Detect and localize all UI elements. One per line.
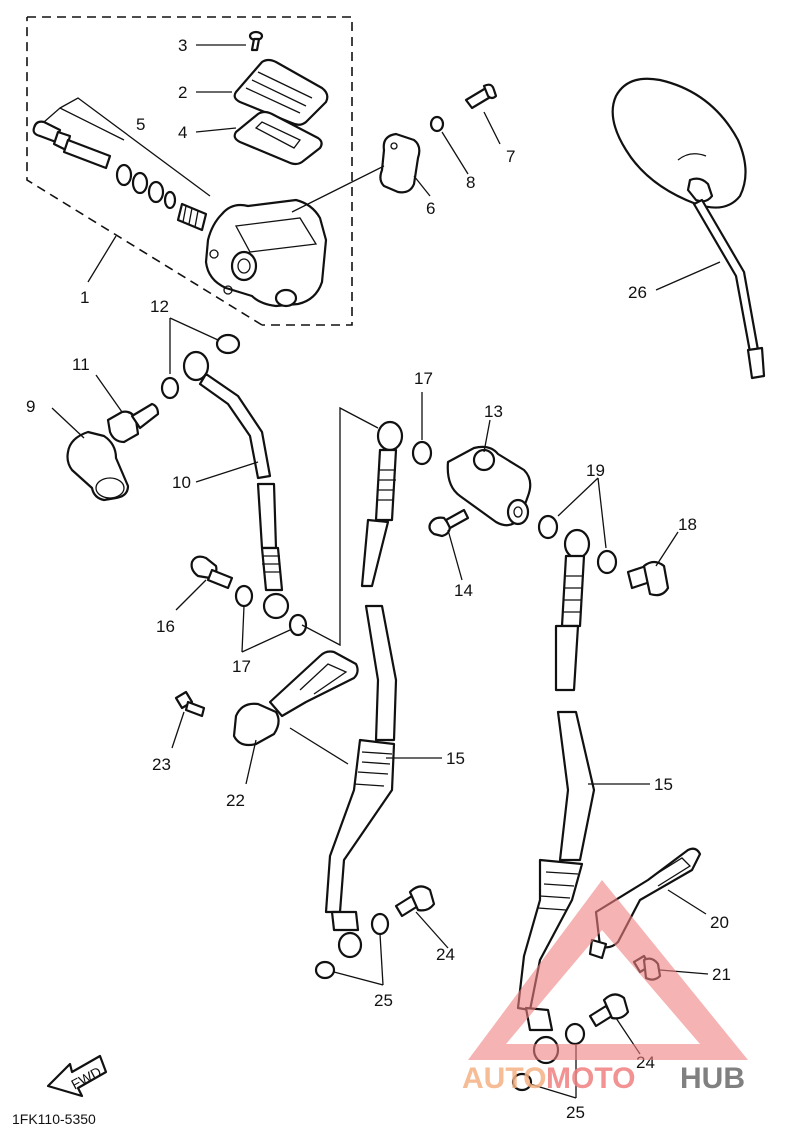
fwd-arrow: FWD xyxy=(46,1054,108,1098)
callout-18: 18 xyxy=(678,515,697,534)
callout-5: 5 xyxy=(136,115,145,134)
callout-2: 2 xyxy=(178,83,187,102)
part-19-washer-a xyxy=(537,514,559,540)
part-24-bolt-left xyxy=(394,885,436,918)
callout-labels: 3 2 4 5 1 7 8 6 26 12 11 9 10 17 13 14 1… xyxy=(26,36,731,1122)
callout-24-left: 24 xyxy=(436,945,455,964)
part-3-screw xyxy=(248,30,264,52)
callout-20: 20 xyxy=(710,913,729,932)
part-19-washer-b xyxy=(596,549,618,575)
callout-10: 10 xyxy=(172,473,191,492)
part-10-brake-hose xyxy=(182,350,290,620)
part-11-banjo-bolt xyxy=(106,402,160,444)
part-9-boot xyxy=(66,430,130,502)
part-17-washer-b xyxy=(288,613,308,637)
callout-16: 16 xyxy=(156,617,175,636)
part-17-washer-a xyxy=(234,584,254,608)
part-25-washer-a xyxy=(370,912,390,936)
callout-17-top: 17 xyxy=(414,369,433,388)
callout-1: 1 xyxy=(80,288,89,307)
callout-25-right: 25 xyxy=(566,1103,585,1122)
watermark-auto: AUTO xyxy=(462,1062,546,1095)
callout-12: 12 xyxy=(150,297,169,316)
part-25-washer-c xyxy=(564,1022,586,1046)
callout-26: 26 xyxy=(628,283,647,302)
part-1-master-cylinder xyxy=(204,198,328,308)
callout-21: 21 xyxy=(712,965,731,984)
callout-4: 4 xyxy=(178,123,187,142)
part-4-diaphragm xyxy=(233,110,323,166)
watermark-logo: AUTO MOTO HUB xyxy=(462,880,748,1095)
part-7-bolt xyxy=(464,83,498,110)
part-23-bleed-screw xyxy=(174,690,206,718)
callout-14: 14 xyxy=(454,581,473,600)
part-25-washer-d xyxy=(511,1072,533,1092)
part-15-brake-hose-left xyxy=(324,420,404,959)
part-12-washer xyxy=(215,333,241,355)
leader-17-bracket xyxy=(301,406,379,647)
callout-9: 9 xyxy=(26,397,35,416)
part-16-bolt xyxy=(190,555,234,590)
callout-15-left: 15 xyxy=(446,749,465,768)
watermark-hub: HUB xyxy=(680,1062,745,1095)
leader-6-to-body xyxy=(291,165,385,213)
callout-13: 13 xyxy=(484,402,503,421)
callout-15-right: 15 xyxy=(654,775,673,794)
part-26-mirror xyxy=(611,77,766,380)
callout-19: 19 xyxy=(586,461,605,480)
reference-code: 1FK110-5350 xyxy=(12,1111,96,1127)
watermark-triangle-icon xyxy=(468,880,748,1060)
callout-11: 11 xyxy=(72,355,90,374)
assembly-boundary xyxy=(26,16,353,326)
part-18-bolt xyxy=(626,560,670,597)
part-8-washer xyxy=(429,115,445,133)
watermark-moto: MOTO xyxy=(546,1062,635,1095)
part-14-bolt xyxy=(428,508,470,538)
callout-25-left: 25 xyxy=(374,991,393,1010)
part-2-reservoir-cap xyxy=(233,58,329,126)
callout-17-bottom: 17 xyxy=(232,657,251,676)
part-6-clamp xyxy=(379,132,421,194)
part-22-bracket xyxy=(232,650,359,747)
part-25-washer-b xyxy=(314,960,336,980)
callout-22: 22 xyxy=(226,791,245,810)
callout-7: 7 xyxy=(506,147,515,166)
callout-8: 8 xyxy=(466,173,475,192)
callout-23: 23 xyxy=(152,755,171,774)
part-13-joint xyxy=(446,445,532,527)
callout-3: 3 xyxy=(178,36,187,55)
part-17-washer-c xyxy=(411,440,433,466)
callout-6: 6 xyxy=(426,199,435,218)
part-12-washer-lower xyxy=(160,376,180,400)
part-24-bolt-right xyxy=(588,993,630,1028)
leader-lines xyxy=(51,44,721,1099)
part-5-piston-kit xyxy=(32,97,211,232)
